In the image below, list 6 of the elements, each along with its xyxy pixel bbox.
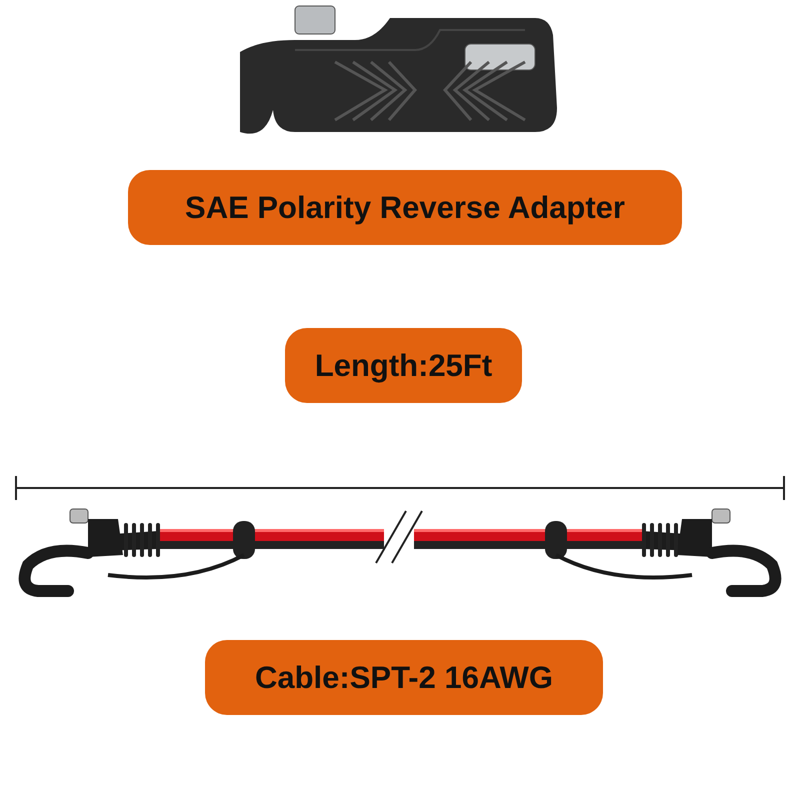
banner-text: Length:25Ft (314, 348, 492, 384)
label-banner (205, 640, 603, 715)
label-banner (128, 170, 682, 245)
banner-text: Cable:SPT-2 16AWG (254, 660, 554, 696)
banner-text: SAE Polarity Reverse Adapter (185, 190, 625, 226)
label-banner (285, 328, 522, 403)
